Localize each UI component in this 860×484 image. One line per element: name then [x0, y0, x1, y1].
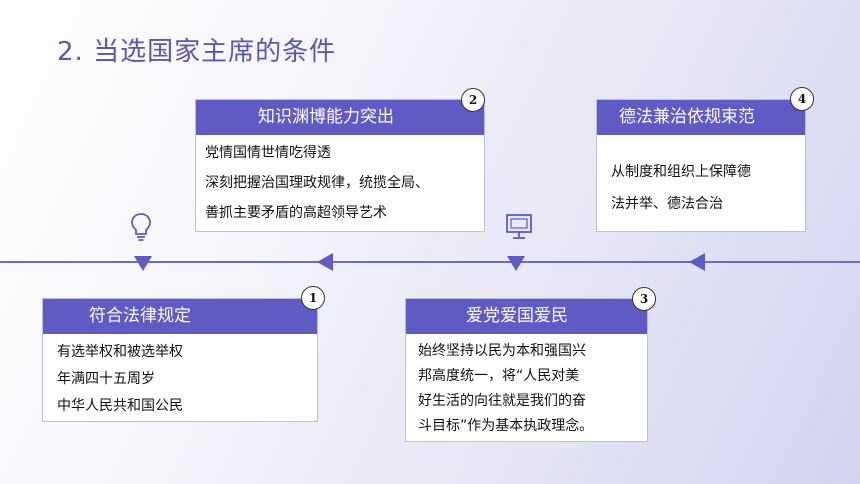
step-number-badge: 1 [301, 286, 325, 310]
card-body: 党情国情世情吃得透 深刻把握治国理政规律，统揽全局、 善抓主要矛盾的高超领导艺术 [205, 138, 429, 228]
card-heading: 德法兼治依规束范 [597, 100, 805, 135]
card-body: 有选举权和被选举权 年满四十五周岁 中华人民共和国公民 [57, 339, 183, 420]
card-line: 善抓主要矛盾的高超领导艺术 [205, 205, 387, 221]
timeline-marker-left-2 [689, 253, 705, 271]
card-line: 法并举、德法合治 [611, 196, 723, 212]
step-number-badge: 2 [461, 88, 485, 112]
card-1: 符合法律规定 有选举权和被选举权 年满四十五周岁 中华人民共和国公民 [42, 298, 318, 422]
card-line: 年满四十五周岁 [57, 371, 155, 387]
timeline-marker-down-1 [134, 256, 152, 271]
card-body: 从制度和组织上保障德 法并举、德法合治 [611, 156, 751, 220]
page-title: 2. 当选国家主席的条件 [57, 37, 337, 67]
card-4: 德法兼治依规束范 从制度和组织上保障德 法并举、德法合治 [596, 99, 806, 232]
timeline-line [0, 261, 860, 263]
card-heading: 知识渊博能力突出 [196, 100, 484, 135]
card-line: 始终坚持以民为本和强国兴 [418, 343, 586, 359]
card-3: 爱党爱国爱民 始终坚持以民为本和强国兴 邦高度统一，将“人民对美 好生活的向往就… [405, 298, 648, 442]
step-number-badge: 4 [790, 87, 814, 111]
timeline-marker-left-1 [317, 253, 333, 271]
card-line: 中华人民共和国公民 [57, 398, 183, 414]
card-heading: 爱党爱国爱民 [406, 299, 647, 334]
card-line: 邦高度统一，将“人民对美 [418, 368, 580, 384]
timeline-marker-down-2 [507, 256, 525, 271]
card-line: 好生活的向往就是我们的奋 [418, 393, 586, 409]
card-line: 有选举权和被选举权 [57, 344, 183, 360]
lightbulb-icon [131, 213, 151, 241]
card-line: 从制度和组织上保障德 [611, 164, 751, 180]
card-line: 党情国情世情吃得透 [205, 145, 331, 161]
card-2: 知识渊博能力突出 党情国情世情吃得透 深刻把握治国理政规律，统揽全局、 善抓主要… [195, 99, 485, 232]
card-heading: 符合法律规定 [43, 299, 317, 334]
card-body: 始终坚持以民为本和强国兴 邦高度统一，将“人民对美 好生活的向往就是我们的奋 斗… [418, 339, 593, 439]
monitor-icon [506, 214, 532, 239]
step-number-badge: 3 [632, 287, 656, 311]
card-line: 深刻把握治国理政规律，统揽全局、 [205, 175, 429, 191]
card-line: 斗目标”作为基本执政理念。 [418, 418, 594, 434]
